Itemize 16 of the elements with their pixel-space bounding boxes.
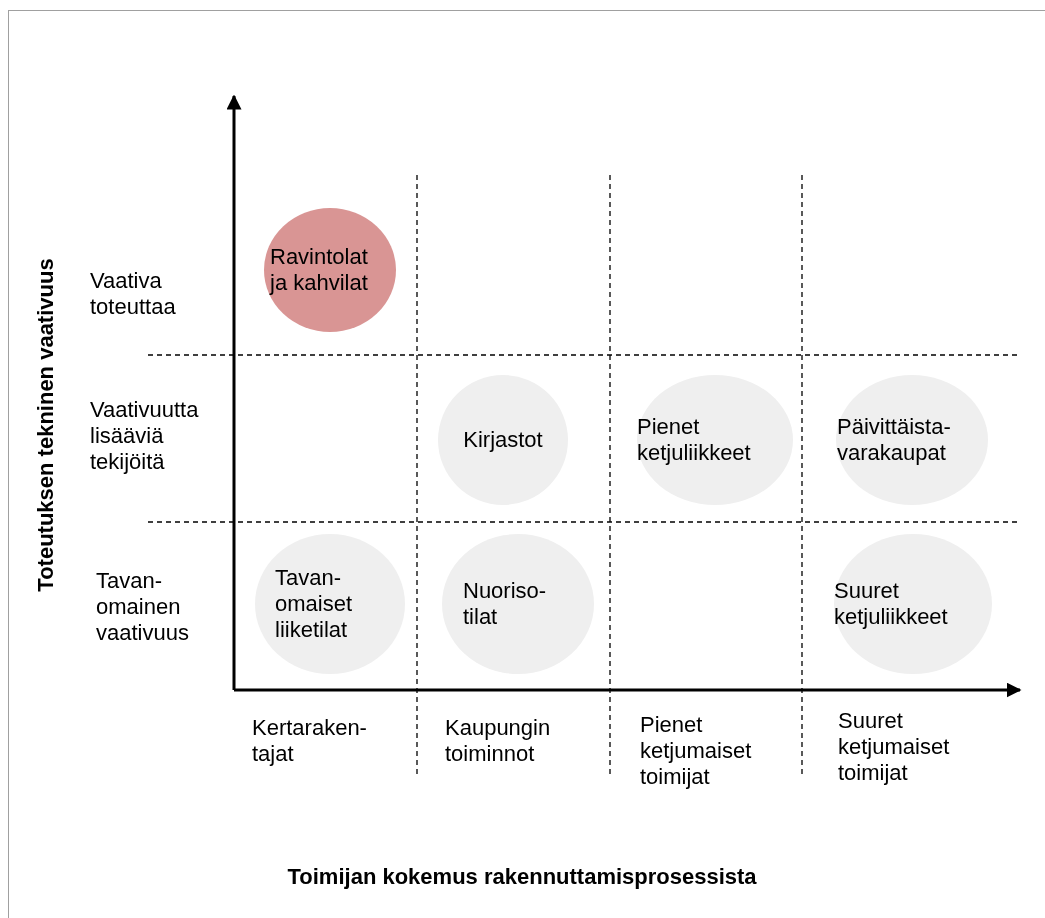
circle-label: Pienet ketjuliikkeet [637, 414, 752, 466]
column-label: Suuret ketjumaiset toimijat [838, 708, 951, 786]
circle-label: Päivittäista- varakaupat [837, 414, 952, 466]
axis-title: Toimijan kokemus rakennuttamisprosessista [287, 864, 757, 890]
column-label: Kertaraken- tajat [252, 715, 368, 767]
circle-label: Kirjastot [463, 427, 543, 453]
row-label: Tavan- omainen vaativuus [96, 568, 190, 646]
circle-label: Tavan- omaiset liiketilat [275, 565, 354, 643]
circle-label: Ravintolat ja kahvilat [270, 244, 369, 296]
column-label: Pienet ketjumaiset toimijat [640, 712, 753, 790]
row-label: Vaativa toteuttaa [90, 268, 177, 320]
column-label: Kaupungin toiminnot [445, 715, 552, 767]
circle-label: Nuoriso- tilat [463, 578, 548, 630]
circle-label: Suuret ketjuliikkeet [834, 578, 949, 630]
row-label: Vaativuutta lisääviä tekijöitä [90, 397, 200, 475]
axis-title: Toteutuksen tekninen vaativuus [32, 258, 59, 592]
